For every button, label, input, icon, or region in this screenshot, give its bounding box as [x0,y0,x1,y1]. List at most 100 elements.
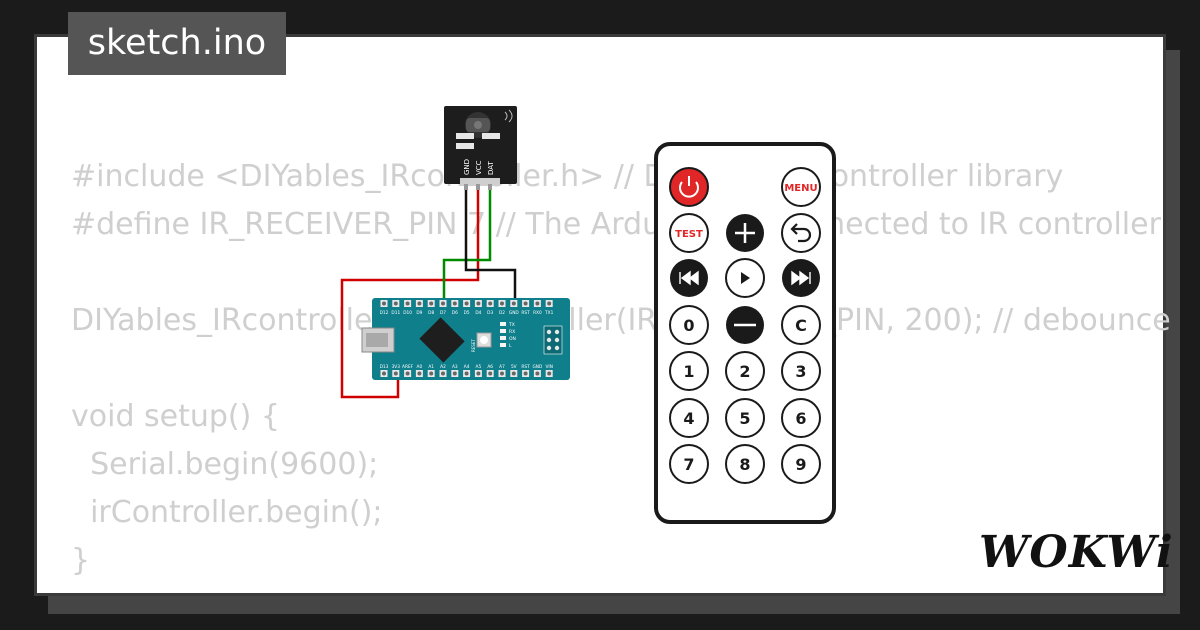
pin-label-top: GND [509,310,520,316]
icsp-pin [546,337,552,343]
rewind-icon [679,270,699,286]
code-line: irController.begin(); [71,495,383,530]
remote-key-8[interactable] [725,444,765,484]
status-led [500,343,506,347]
remote-key-4[interactable] [669,398,709,438]
pin-label-bottom: RST [521,364,530,370]
pin-hole-center [523,371,528,376]
remote-key-7[interactable] [669,444,709,484]
ir-receiver[interactable]: GND VCC DAT [444,106,517,190]
power-icon [679,181,699,198]
back-icon [790,223,812,243]
remote-key-label: 1 [683,362,694,381]
top-pin-holes [380,300,553,307]
pin-label-top: TX1 [544,310,554,316]
menu-button[interactable] [781,167,821,207]
microcontroller-chip [419,317,465,363]
test-label: TEST [675,229,703,240]
pin-hole-center [464,371,469,376]
pin-hole-center [476,301,481,306]
remote-key-9[interactable] [781,444,821,484]
pin-label-bottom: A1 [428,364,434,370]
icsp-pin [554,345,560,351]
pin-label-bottom: 3V3 [392,364,401,370]
power-button[interactable] [669,167,709,207]
pin-hole-center [500,371,504,376]
test-button[interactable] [669,213,709,253]
pin-label-top: D7 [440,310,446,316]
pin-hole-center [535,301,540,306]
pin-label-top: D5 [464,310,470,316]
pin-label-bottom: VIN [545,364,552,370]
pin-hole-center [429,371,434,376]
pin-label-top: RST [521,310,530,316]
menu-label: MENU [784,183,817,194]
pin-label-bottom: A5 [476,364,482,370]
remote-key-0[interactable] [669,305,709,345]
remote-key-3[interactable] [781,351,821,391]
wire-red-vcc[interactable] [340,188,480,399]
remote-key-label: 5 [739,409,750,428]
pin-hole-center [535,371,540,376]
remote-key-label: 3 [795,362,806,381]
pin-label-bottom: D13 [380,364,389,370]
icsp-header [546,329,560,351]
remote-key-label: C [795,316,807,335]
pin-label-top: D4 [475,310,481,316]
pin-label-bottom: 5V [511,364,517,370]
remote-key-6[interactable] [781,398,821,438]
pin-hole-center [417,371,422,376]
code-line: Serial.begin(9600); [71,447,379,482]
pin-label-bottom: A3 [452,364,458,370]
pin-hole-center [547,371,552,376]
pin-hole-center [417,301,422,306]
status-led [500,336,506,340]
pin-label-top: D12 [380,310,389,316]
preview-card: #include <DIYables_IRcontroller.h> // DI… [34,34,1171,596]
remote-key-1[interactable] [669,351,709,391]
pin-hole-center [547,301,552,306]
remote-key-label: 0 [683,316,694,335]
led-label: ON [509,336,516,342]
pin-hole-center [405,371,410,376]
remote-key-2[interactable] [725,351,765,391]
remote-key-5[interactable] [725,398,765,438]
fast-forward-icon [791,270,811,286]
remote-key-label: 6 [795,409,806,428]
status-led [500,329,506,333]
back-button[interactable] [781,213,821,253]
status-led [500,322,506,326]
remote-key-label: 7 [683,455,694,474]
pin-hole-center [452,371,457,376]
pin-hole-center [429,301,434,306]
icsp-pin [546,345,552,351]
pin-hole-center [382,301,386,306]
pin-label-top: RX0 [533,310,542,316]
pin-hole-center [511,301,516,306]
wire-black-gnd[interactable] [464,188,517,303]
pin-hole-center [488,371,493,376]
remote-key-c[interactable] [781,305,821,345]
filename-tab: sketch.ino [68,12,286,75]
icsp-pin [554,337,560,343]
pin-hole-center [382,371,386,376]
pin-label-bottom: A7 [499,364,505,370]
pin-hole-center [511,371,516,376]
reset-label: RESET [471,339,476,352]
pin-label-top: D8 [428,310,434,316]
ir-pin-label: GND [463,159,471,175]
pin-label-top: D2 [499,310,505,316]
plus-icon [735,223,755,243]
pin-label-bottom: A6 [487,364,493,370]
pin-hole-center [441,301,445,306]
pin-hole-center [441,371,445,376]
pin-hole-center [452,301,457,306]
led-label: RX [509,329,515,335]
pin-hole-center [488,301,493,306]
icsp-pin [546,329,552,335]
